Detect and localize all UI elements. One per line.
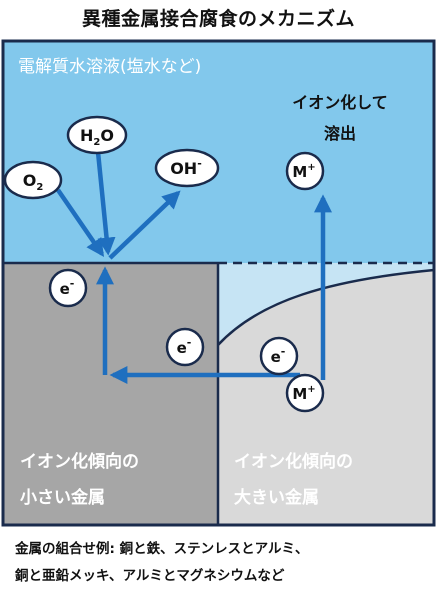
svg-text:OH-: OH- <box>170 157 202 178</box>
metal-ion-dissolved: M+ <box>285 151 325 191</box>
oh-product-arrow <box>108 190 181 260</box>
oh-ion: OH- <box>154 148 220 188</box>
svg-text:M+: M+ <box>292 384 315 403</box>
o2-reaction-arrow <box>56 188 105 257</box>
left-metal <box>3 263 218 525</box>
dissolve-label-line1: イオン化して <box>292 93 388 112</box>
electrolyte-region <box>3 41 434 263</box>
diagram-frame <box>1 39 436 527</box>
right-metal-label-line2: 大きい金属 <box>234 487 319 508</box>
svg-text:O2: O2 <box>23 171 44 193</box>
svg-text:e-: e- <box>177 336 192 357</box>
left-metal-label-line1: イオン化傾向の <box>20 451 139 472</box>
dissolve-label-line2: 溶出 <box>324 124 356 143</box>
metal-ion-in-metal: M+ <box>285 373 325 413</box>
svg-text:H2O: H2O <box>80 126 114 148</box>
right-metal-label-line1: イオン化傾向の <box>234 451 353 472</box>
electron-left-metal: e- <box>48 268 88 308</box>
diagram-title: 異種金属接合腐食のメカニズム <box>81 8 355 30</box>
left-metal-label-line2: 小さい金属 <box>20 487 105 508</box>
electron-bottom-flow: e- <box>165 327 205 367</box>
electrolyte-label: 電解質水溶液(塩水など) <box>18 57 201 77</box>
footnote-line2: 銅と亜鉛メッキ、アルミとマグネシウムなど <box>15 568 285 584</box>
electron-right-metal: e- <box>259 336 299 376</box>
right-metal <box>218 270 434 525</box>
h2o-molecule: H2O <box>66 115 128 155</box>
svg-text:e-: e- <box>60 277 75 298</box>
h2o-reaction-arrow <box>95 151 116 256</box>
o2-molecule: O2 <box>3 160 63 200</box>
footnote-line1: 金属の組合せ例: 銅と鉄、ステンレスとアルミ、 <box>15 541 309 557</box>
svg-text:e-: e- <box>271 345 286 366</box>
svg-text:M+: M+ <box>292 162 315 181</box>
corroded-surface <box>217 268 435 346</box>
combination-examples-note: 金属の組合せ例: 銅と鉄、ステンレスとアルミ、 銅と亜鉛メッキ、アルミとマグネシ… <box>15 536 430 590</box>
